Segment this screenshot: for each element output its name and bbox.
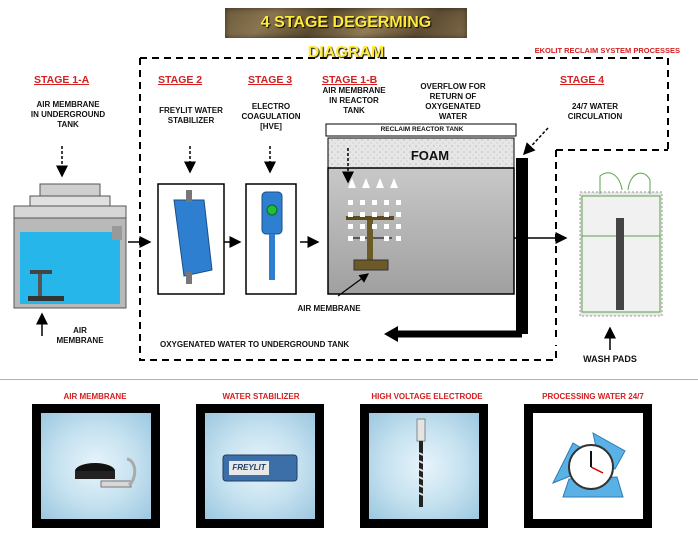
stage-1a-label: STAGE 1-A: [34, 74, 90, 86]
stage-1a-desc: AIR MEMBRANE IN UNDERGROUND TANK: [30, 100, 106, 129]
photo-3-title: HIGH VOLTAGE ELECTRODE: [371, 392, 483, 401]
stage-2-desc: FREYLIT WATER STABILIZER: [159, 106, 223, 125]
title-banner: [225, 8, 467, 38]
photo-1-title: AIR MEMBRANE: [63, 392, 127, 401]
underground-tank: [13, 183, 127, 309]
overflow-desc: OVERFLOW FOR RETURN OF OXYGENATED WATER: [420, 82, 486, 121]
stage-1b-desc: AIR MEMBRANE IN REACTOR TANK: [322, 86, 386, 115]
foam-label: FOAM: [410, 148, 450, 163]
reactor-tank-label: RECLAIM REACTOR TANK: [380, 126, 464, 133]
reactor-air-membrane-label: AIR MEMBRANE: [297, 304, 361, 313]
stage-3-label: STAGE 3: [248, 74, 293, 86]
air-bubbles: [348, 200, 401, 241]
page-title: 4 STAGE DEGERMING DIAGRAM: [260, 14, 432, 61]
system-boundary: [139, 57, 669, 361]
stage-4-label: STAGE 4: [560, 74, 605, 86]
return-label: OXYGENATED WATER TO UNDERGROUND TANK: [160, 340, 350, 349]
stage-2-label: STAGE 2: [158, 74, 203, 86]
reactor-tank: [325, 123, 528, 334]
electrode-photo: [360, 404, 488, 528]
photo-2-title: WATER STABILIZER: [222, 392, 300, 401]
water-stabilizer-photo: FREYLIT: [196, 404, 324, 528]
process-diagram: [13, 57, 669, 361]
section-divider: [0, 379, 698, 380]
wash-pad: [579, 172, 663, 317]
stage-1b-label: STAGE 1-B: [322, 74, 378, 86]
wash-pads-label: WASH PADS: [583, 354, 637, 364]
air-membrane-photo: [32, 404, 160, 528]
stage-3-desc: ELECTRO COAGULATION [HVE]: [241, 102, 301, 131]
underground-air-membrane-label: AIR MEMBRANE: [56, 326, 104, 345]
system-label: EKOLIT RECLAIM SYSTEM PROCESSES: [534, 46, 680, 55]
stage-4-desc: 24/7 WATER CIRCULATION: [567, 102, 623, 121]
processing-water-photo: [524, 404, 652, 528]
stabilizer-brand: FREYLIT: [232, 463, 266, 472]
photo-4-title: PROCESSING WATER 24/7: [542, 392, 644, 401]
